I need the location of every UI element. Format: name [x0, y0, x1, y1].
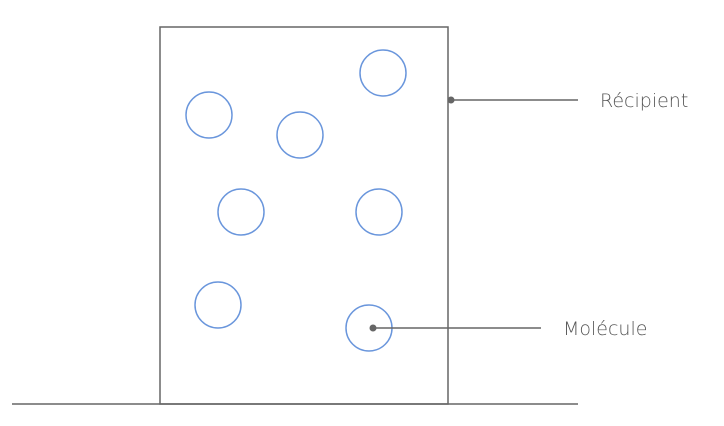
molecule-circle — [359, 49, 407, 97]
molecule-circle — [217, 188, 265, 236]
molecule-leader — [369, 324, 541, 332]
molecule-label: Molécule — [563, 318, 647, 340]
molecule-circle — [276, 111, 324, 159]
molecule-circle — [185, 91, 233, 139]
molecule-circle — [355, 188, 403, 236]
molecules — [185, 49, 407, 352]
molecule-circle — [194, 281, 242, 329]
container-label: Récipient — [600, 90, 688, 112]
container-leader — [447, 96, 578, 104]
container-box — [159, 26, 449, 405]
